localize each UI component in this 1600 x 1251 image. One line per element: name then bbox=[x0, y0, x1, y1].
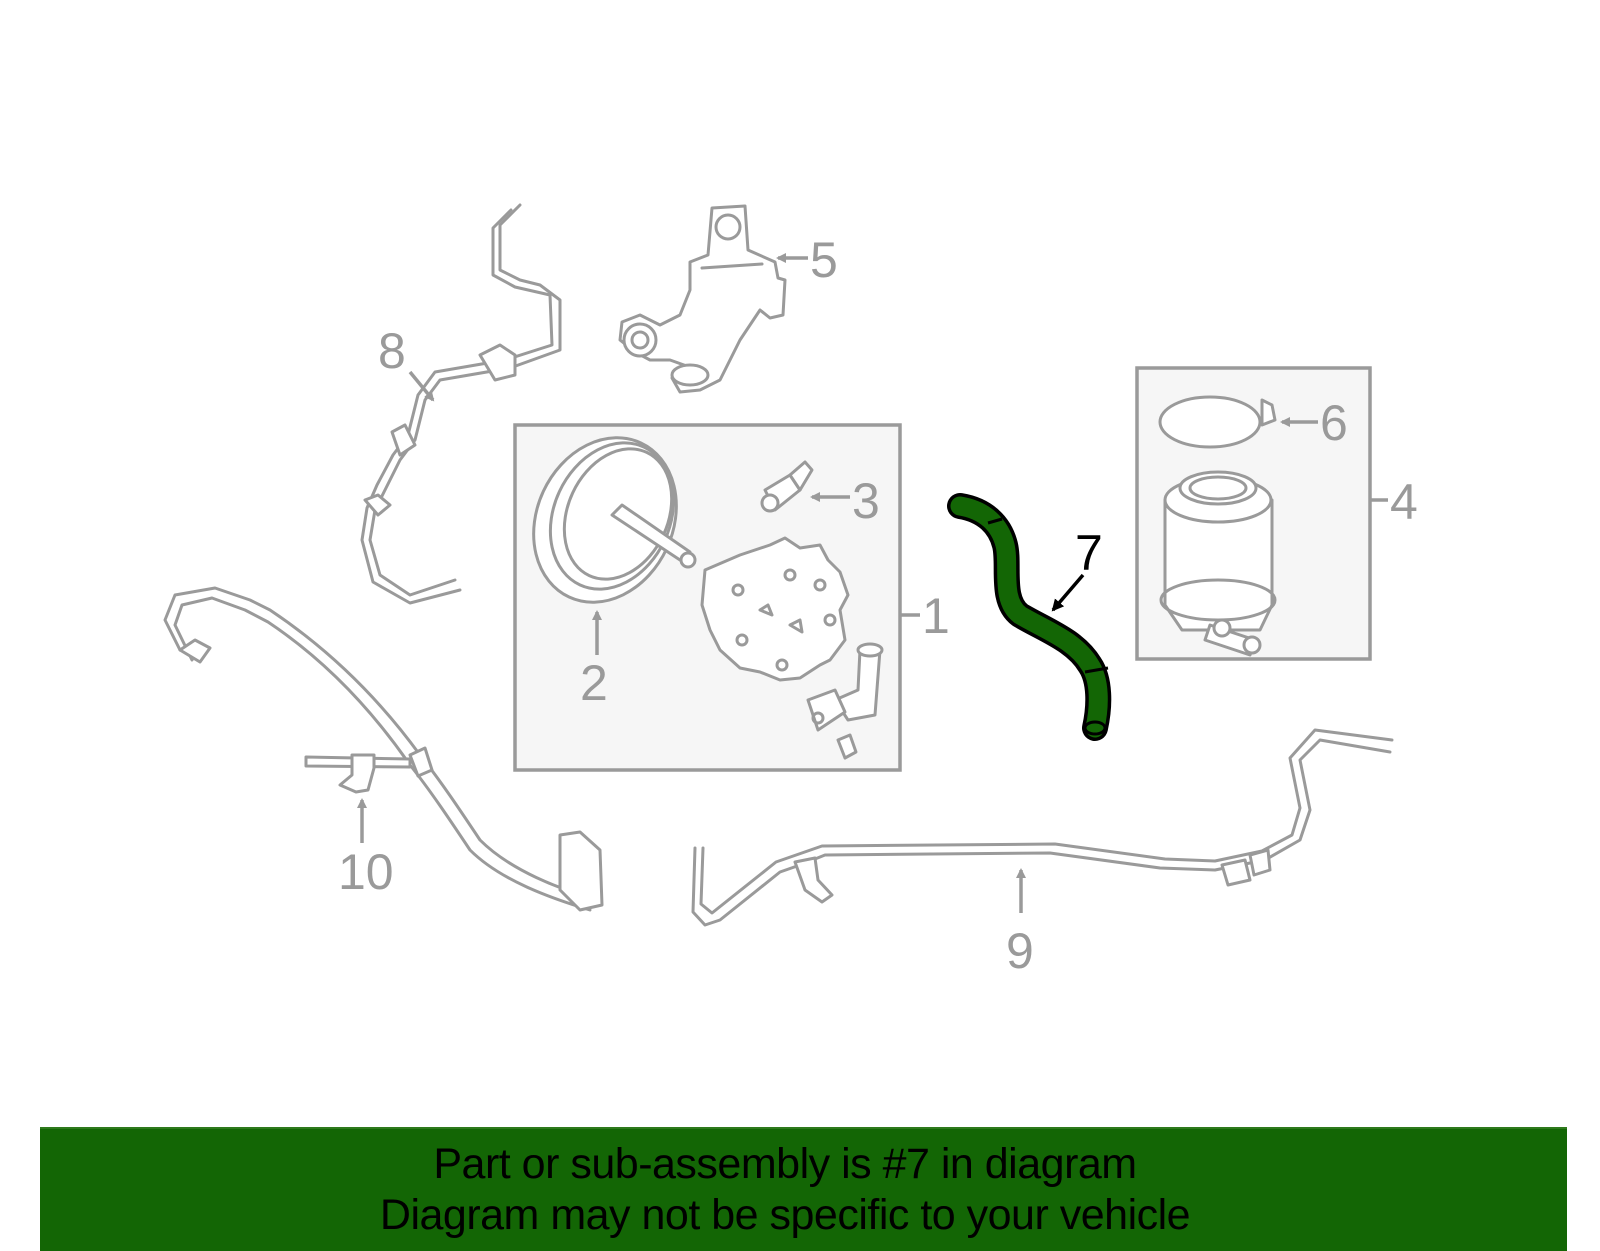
banner-disclaimer: Diagram may not be specific to your vehi… bbox=[379, 1191, 1191, 1239]
part-7-return-hose-highlighted[interactable] bbox=[947, 493, 1112, 741]
part-6-cap[interactable] bbox=[1158, 395, 1277, 449]
svg-text:6: 6 bbox=[1320, 395, 1348, 451]
callout-5[interactable]: 5 bbox=[776, 232, 838, 288]
part-10-bracket[interactable] bbox=[304, 753, 412, 794]
part-9-return-tube[interactable] bbox=[691, 728, 1394, 927]
callout-7[interactable]: 7 bbox=[1051, 525, 1103, 612]
svg-text:2: 2 bbox=[580, 655, 608, 711]
svg-text:3: 3 bbox=[852, 473, 880, 529]
parts-diagram: 8 5 1 2 bbox=[163, 203, 1418, 979]
callout-4: 4 bbox=[1390, 474, 1418, 530]
part-3-fitting[interactable] bbox=[760, 460, 814, 513]
callout-2[interactable]: 2 bbox=[580, 610, 608, 711]
callout-9[interactable]: 9 bbox=[1006, 868, 1034, 979]
part-4-reservoir-body[interactable] bbox=[1159, 470, 1277, 657]
callout-3[interactable]: 3 bbox=[810, 473, 880, 529]
svg-text:10: 10 bbox=[338, 844, 394, 900]
banner-part-notice: Part or sub-assembly is #7 in diagram bbox=[433, 1140, 1137, 1188]
callout-1: 1 bbox=[922, 588, 950, 644]
part-pressure-hose[interactable] bbox=[163, 586, 604, 912]
callout-6[interactable]: 6 bbox=[1280, 395, 1348, 451]
svg-text:8: 8 bbox=[378, 323, 406, 379]
part-8-return-line[interactable] bbox=[360, 203, 562, 605]
callout-8[interactable]: 8 bbox=[378, 323, 435, 402]
part-1-elbow-fitting[interactable] bbox=[806, 642, 884, 760]
part-1-pump-body[interactable] bbox=[700, 536, 850, 682]
part-5-bracket[interactable] bbox=[618, 204, 787, 394]
svg-text:9: 9 bbox=[1006, 923, 1034, 979]
svg-text:7: 7 bbox=[1075, 525, 1103, 581]
info-banner: Part or sub-assembly is #7 in diagram Di… bbox=[40, 1127, 1567, 1251]
callout-10[interactable]: 10 bbox=[338, 798, 394, 900]
svg-text:5: 5 bbox=[810, 232, 838, 288]
part-2-pulley[interactable] bbox=[507, 414, 702, 626]
